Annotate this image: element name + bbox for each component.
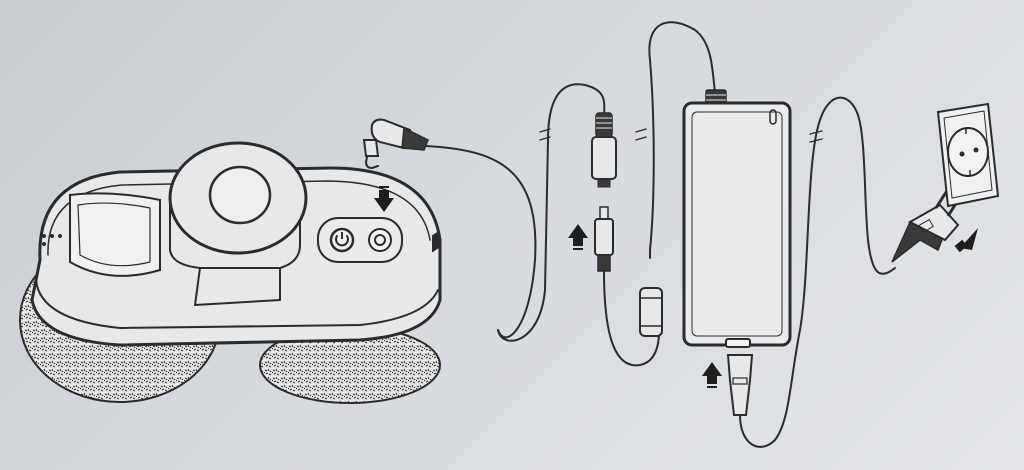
extension-cable [497, 83, 606, 342]
male-connector [594, 206, 614, 272]
control-panel [317, 217, 403, 263]
robot-cable [425, 145, 537, 339]
wall-socket [936, 102, 1000, 208]
ferrite-core [639, 287, 663, 337]
circle-icon [368, 228, 392, 252]
ac-input-plug [726, 96, 859, 448]
plug-arrow-icon [954, 228, 978, 253]
power-adapter [682, 89, 792, 348]
up-arrow-icon [568, 224, 588, 250]
mains-plug [891, 185, 964, 263]
up-arrow-icon [702, 362, 722, 388]
power-icon [329, 227, 355, 253]
vent-holes [42, 234, 62, 246]
charging-port [431, 231, 439, 253]
female-connector [591, 112, 617, 188]
dc-elbow-connector [362, 118, 429, 169]
robot-cleaner [19, 141, 442, 404]
robot-handle [168, 141, 308, 306]
mains-cable [809, 114, 896, 275]
down-arrow-icon [374, 186, 394, 212]
